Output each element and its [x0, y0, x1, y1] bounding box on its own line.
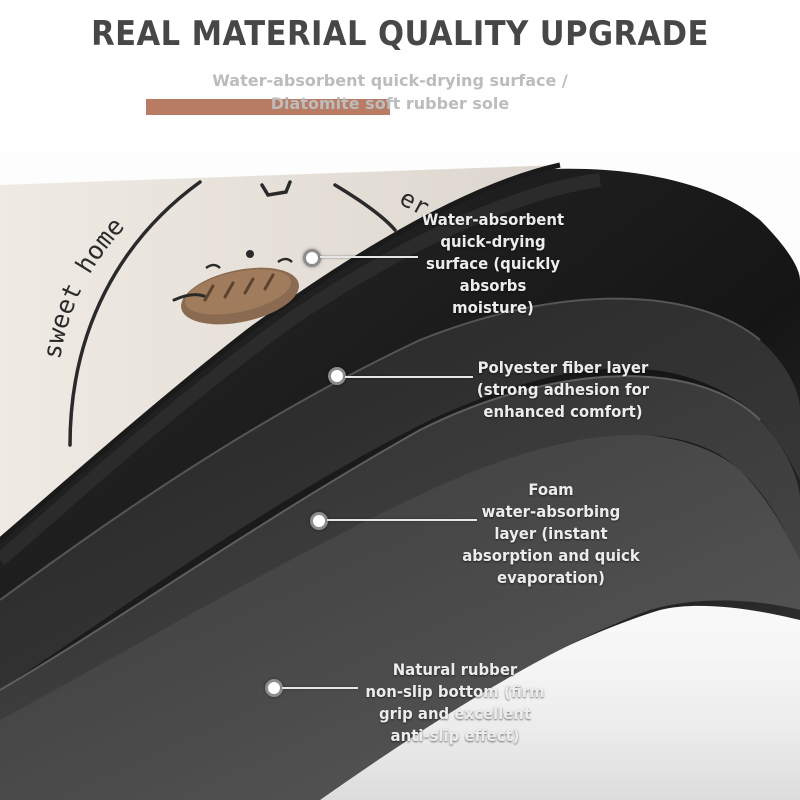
- subtitle: Water-absorbent quick-drying surface / D…: [170, 69, 610, 115]
- callout-2-line-3: enhanced comfort): [483, 402, 643, 421]
- bread-character-icon: [172, 250, 314, 325]
- callout-3-line-1: Foam: [528, 480, 574, 499]
- callout-1-line-3: surface (quickly: [425, 254, 561, 273]
- callout-dot-4: [265, 679, 283, 697]
- print-arc-left: [68, 180, 202, 447]
- rubber-layer: [0, 433, 800, 800]
- callout-dot-3: [310, 512, 328, 530]
- callout-line-3: [327, 519, 477, 521]
- page-title: REAL MATERIAL QUALITY UPGRADE: [91, 14, 709, 54]
- foam-layer: [0, 376, 800, 720]
- subtitle-line-1: Water-absorbent quick-drying surface /: [212, 71, 568, 90]
- callout-4-line-1: Natural rubber: [392, 660, 518, 679]
- callout-4-line-2: non-slip bottom (firm: [365, 682, 545, 701]
- callout-line-1: [320, 256, 418, 258]
- callout-3-line-3: layer (instant: [494, 524, 608, 543]
- callout-line-2: [345, 376, 473, 378]
- surface-backing: [0, 173, 601, 566]
- callout-1-line-2: quick-drying: [440, 232, 546, 251]
- accent-bar: [146, 99, 390, 115]
- callout-label-polyester: Polyester fiber layer (strong adhesion f…: [465, 357, 660, 423]
- layer-seam-2: [0, 297, 761, 601]
- callout-1-line-5: moisture): [452, 298, 534, 317]
- layer-seam-1: [0, 375, 761, 691]
- callout-label-rubber: Natural rubber non-slip bottom (firm gri…: [357, 659, 552, 747]
- callout-4-line-4: anti-slip effect): [390, 726, 520, 745]
- callout-line-4: [282, 687, 358, 689]
- print-arc-right: [333, 183, 397, 232]
- surface-edge: [0, 162, 561, 542]
- callout-1-line-4: absorbs: [459, 276, 527, 295]
- callout-4-line-3: grip and excellent: [379, 704, 531, 723]
- callout-1-line-1: Water-absorbent: [421, 210, 565, 229]
- callout-3-line-2: water-absorbing: [481, 502, 621, 521]
- callout-label-foam: Foam water-absorbing layer (instant abso…: [453, 479, 648, 589]
- top-surface: [0, 165, 560, 540]
- callout-3-line-5: evaporation): [497, 568, 605, 587]
- callout-dot-2: [328, 367, 346, 385]
- callout-2-line-2: (strong adhesion for: [476, 380, 650, 399]
- print-figure: [260, 180, 292, 197]
- callout-2-line-1: Polyester fiber layer: [477, 358, 649, 377]
- subtitle-line-2: Diatomite soft rubber sole: [270, 94, 510, 113]
- callout-3-line-4: absorption and quick: [462, 546, 640, 565]
- callout-dot-1: [303, 249, 321, 267]
- callout-label-surface: Water-absorbent quick-drying surface (qu…: [407, 209, 580, 319]
